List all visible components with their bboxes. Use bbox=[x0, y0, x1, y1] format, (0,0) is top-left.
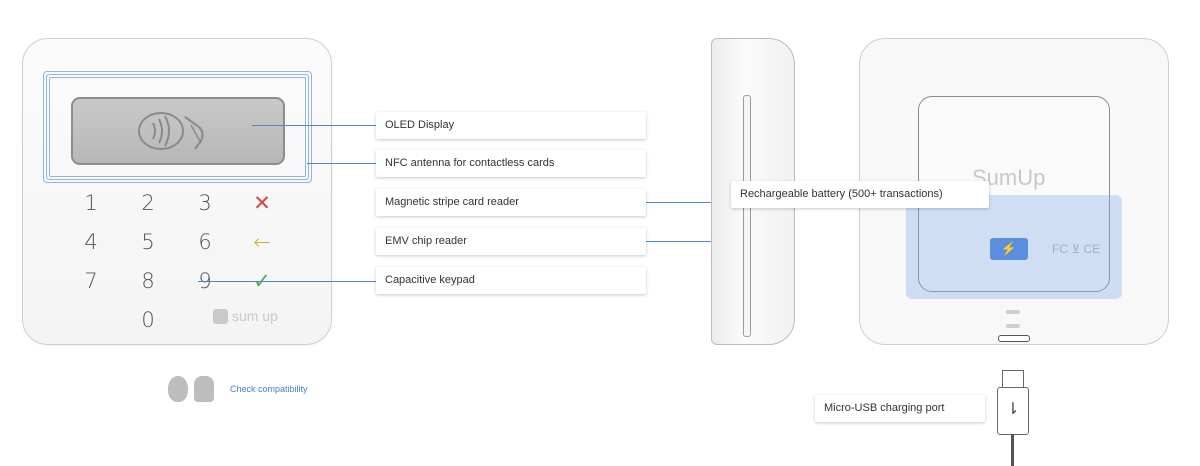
key-0[interactable]: 0 bbox=[141, 308, 155, 332]
usb-cable bbox=[1011, 434, 1014, 466]
key-8[interactable]: 8 bbox=[141, 269, 155, 293]
indicator-dot-top bbox=[1006, 310, 1020, 314]
apple-icon bbox=[168, 376, 188, 402]
card-reader-front: 1 2 3 ✕ 4 5 6 ← 7 8 9 ✓ 0 sum up bbox=[22, 38, 332, 345]
usb-icon: ⇂ bbox=[997, 387, 1029, 435]
oled-display-label: OLED Display bbox=[376, 112, 646, 139]
usb-port bbox=[998, 335, 1030, 342]
oled-connector-line bbox=[252, 125, 376, 126]
key-6[interactable]: 6 bbox=[198, 230, 212, 254]
key-3[interactable]: 3 bbox=[198, 191, 212, 215]
emv-chip-connector-line bbox=[646, 241, 742, 242]
battery-label: Rechargeable battery (500+ transactions) bbox=[731, 181, 989, 208]
nfc-connector-line bbox=[307, 163, 376, 164]
usb-plug bbox=[1002, 370, 1024, 391]
key-2[interactable]: 2 bbox=[141, 191, 155, 215]
battery-icon: ⚡ bbox=[990, 238, 1028, 260]
oled-display bbox=[71, 97, 285, 165]
nfc-antenna-label: NFC antenna for contactless cards bbox=[376, 150, 646, 177]
key-7[interactable]: 7 bbox=[84, 269, 98, 293]
magnetic-stripe-label: Magnetic stripe card reader bbox=[376, 189, 646, 216]
battery-highlight: ⚡ FC ⊻ CE bbox=[906, 195, 1122, 299]
back-key-icon[interactable]: ← bbox=[253, 230, 271, 254]
key-1[interactable]: 1 bbox=[84, 191, 98, 215]
sumup-logo-text: sum up bbox=[232, 308, 278, 324]
keypad-connector-line bbox=[198, 281, 376, 282]
check-compatibility-link[interactable]: Check compatibility bbox=[230, 384, 308, 394]
nfc-antenna-outline-inner bbox=[49, 77, 306, 177]
capacitive-keypad-label: Capacitive keypad bbox=[376, 267, 646, 294]
compatibility-row: Check compatibility bbox=[168, 376, 308, 402]
regulatory-marks: FC ⊻ CE bbox=[1052, 242, 1101, 256]
sumup-logo-icon bbox=[213, 308, 228, 324]
nfc-antenna-outline-mid bbox=[46, 74, 309, 180]
magnetic-stripe-connector-line bbox=[646, 202, 742, 203]
nfc-antenna-outline-outer bbox=[43, 71, 312, 183]
emv-chip-label: EMV chip reader bbox=[376, 228, 646, 255]
key-5[interactable]: 5 bbox=[141, 230, 155, 254]
key-4[interactable]: 4 bbox=[84, 230, 98, 254]
usb-port-label: Micro-USB charging port bbox=[815, 395, 985, 422]
indicator-dot-bottom bbox=[1006, 324, 1020, 328]
card-slot bbox=[743, 95, 751, 337]
android-icon bbox=[194, 376, 214, 402]
cancel-key-icon[interactable]: ✕ bbox=[253, 191, 271, 215]
contactless-icon bbox=[138, 112, 204, 150]
sumup-logo: sum up bbox=[213, 308, 278, 324]
